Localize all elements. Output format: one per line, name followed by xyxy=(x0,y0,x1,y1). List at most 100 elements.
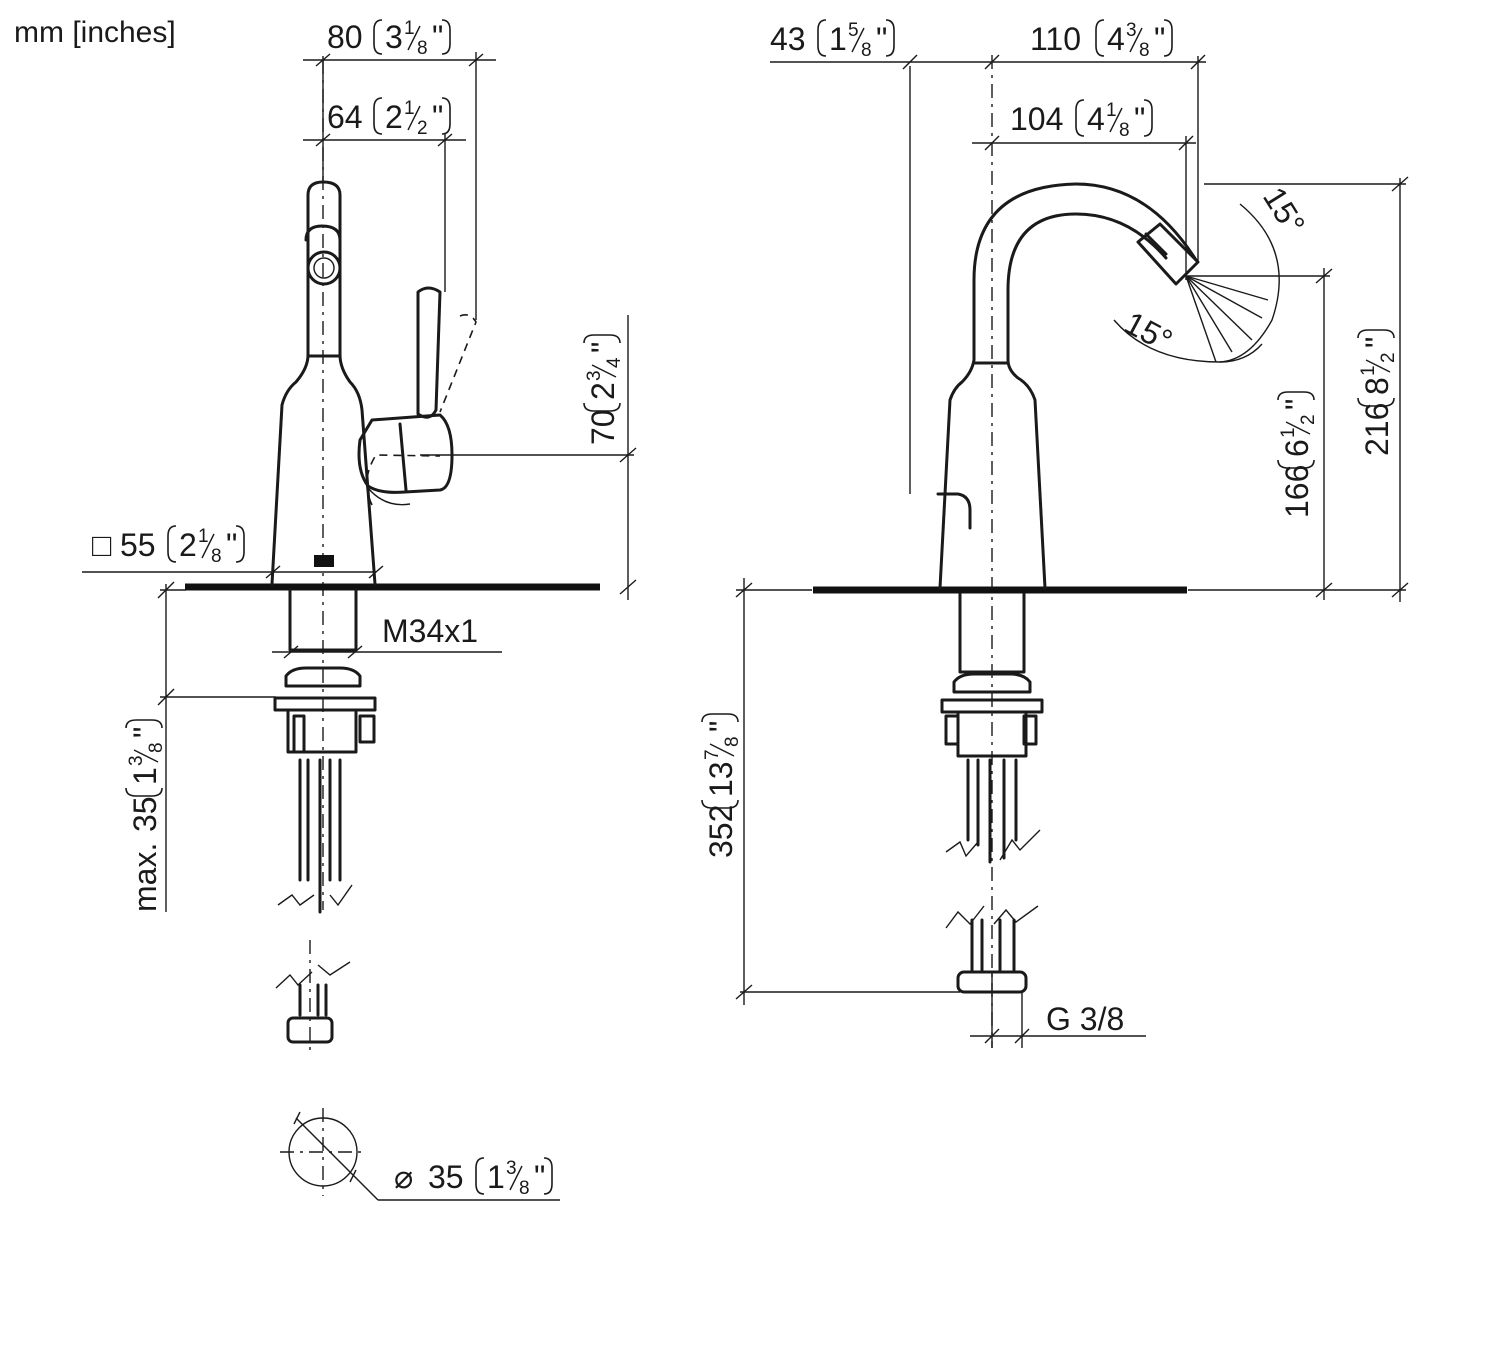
dim-spout-reach: 110 4 3 8 " xyxy=(1030,19,1206,262)
svg-text:1: 1 xyxy=(1106,100,1117,121)
svg-text:1: 1 xyxy=(127,767,163,785)
side-fitting-nut xyxy=(286,1016,334,1044)
svg-text:": " xyxy=(1134,101,1145,137)
front-shank xyxy=(958,592,1026,674)
dim-base-square: □ 55 2 1 8 " xyxy=(82,525,384,579)
svg-text:13: 13 xyxy=(703,761,739,797)
svg-text:□: □ xyxy=(92,527,112,563)
svg-text:4: 4 xyxy=(1087,101,1105,137)
side-screw-left xyxy=(292,714,306,754)
svg-text:4: 4 xyxy=(604,357,625,368)
svg-text:104: 104 xyxy=(1010,101,1063,137)
side-washer xyxy=(273,696,377,712)
angle-swivel-down: 15° xyxy=(1119,304,1179,359)
units-label: mm [inches] xyxy=(14,16,176,49)
svg-text:max.: max. xyxy=(127,843,163,912)
side-screw-right xyxy=(358,714,376,744)
svg-text:166: 166 xyxy=(1279,465,1315,518)
front-screw-right xyxy=(1022,714,1038,746)
dim-rear-offset: 43 1 5 8 " xyxy=(770,19,1206,70)
svg-text:2: 2 xyxy=(385,99,403,135)
svg-text:1: 1 xyxy=(404,18,415,39)
dim-spout-reach-inner: 104 4 1 8 " xyxy=(972,99,1196,280)
dim-total-height: 216 8 1 2 " xyxy=(1188,176,1409,602)
svg-text:": " xyxy=(1279,399,1315,410)
svg-text:4: 4 xyxy=(1107,21,1125,57)
svg-text:2: 2 xyxy=(1378,352,1399,363)
svg-text:110: 110 xyxy=(1030,21,1081,57)
svg-text:8: 8 xyxy=(861,40,872,61)
svg-text:2: 2 xyxy=(179,527,197,563)
side-aerator xyxy=(306,250,342,286)
side-lever-swing xyxy=(439,314,477,413)
dim-width-overall: 80 3 1 8 " xyxy=(303,18,496,320)
svg-text:5: 5 xyxy=(848,20,859,41)
front-faucet-body xyxy=(938,182,1198,590)
svg-text:3: 3 xyxy=(385,19,403,55)
svg-text:43: 43 xyxy=(770,21,806,57)
side-lever xyxy=(416,286,442,419)
svg-text:": " xyxy=(226,527,237,563)
svg-text:1: 1 xyxy=(829,21,847,57)
dim-hole-diameter: ⌀ 35 1 3 8 " xyxy=(394,1157,553,1199)
svg-text:1: 1 xyxy=(1358,365,1379,376)
svg-text:3: 3 xyxy=(506,1158,517,1179)
svg-text:": " xyxy=(432,19,443,55)
svg-text:3: 3 xyxy=(584,370,605,381)
svg-text:8: 8 xyxy=(722,736,743,747)
dim-outlet-height: 166 6 1 2 " xyxy=(1277,268,1333,600)
side-fitting xyxy=(298,983,328,1017)
svg-text:6: 6 xyxy=(1279,439,1315,457)
svg-text:64: 64 xyxy=(327,99,363,135)
dim-lever-height: 70 2 3 4 " xyxy=(420,315,637,600)
svg-text:55: 55 xyxy=(120,527,156,563)
dim-lever-reach: 64 2 1 2 " xyxy=(303,97,466,292)
svg-text:80: 80 xyxy=(327,19,363,55)
svg-text:1: 1 xyxy=(1278,427,1299,438)
front-nut xyxy=(952,672,1032,694)
svg-text:": " xyxy=(876,21,887,57)
svg-text:": " xyxy=(1154,21,1165,57)
svg-text:2: 2 xyxy=(1298,414,1319,425)
svg-text:8: 8 xyxy=(146,742,167,753)
dim-max-counter: max. 35 1 3 8 " xyxy=(125,581,276,912)
svg-text:3: 3 xyxy=(126,755,147,766)
svg-text:8: 8 xyxy=(417,38,428,59)
front-spray-angle xyxy=(1113,203,1330,363)
svg-text:1: 1 xyxy=(404,98,415,119)
front-screw-left xyxy=(944,714,960,746)
svg-text:8: 8 xyxy=(519,1178,530,1199)
side-nut xyxy=(284,666,362,688)
svg-text:2: 2 xyxy=(585,382,621,400)
svg-text:": " xyxy=(585,342,621,353)
svg-text:": " xyxy=(1359,337,1395,348)
svg-text:M34x1: M34x1 xyxy=(382,613,478,649)
front-washer xyxy=(940,698,1044,714)
svg-text:8: 8 xyxy=(211,546,222,567)
svg-text:": " xyxy=(703,721,739,732)
svg-text:8: 8 xyxy=(1119,120,1130,141)
dim-connection: G 3/8 xyxy=(970,992,1146,1048)
svg-text:2: 2 xyxy=(417,118,428,139)
svg-text:8: 8 xyxy=(1139,40,1150,61)
side-shank xyxy=(288,588,358,652)
svg-text:352: 352 xyxy=(703,805,739,858)
svg-text:70: 70 xyxy=(585,409,621,445)
front-hoses xyxy=(966,758,1018,864)
svg-text:216: 216 xyxy=(1359,403,1395,456)
svg-text:7: 7 xyxy=(702,749,723,760)
dim-thread: M34x1 xyxy=(272,613,502,659)
svg-text:35: 35 xyxy=(428,1159,464,1195)
front-pop-up-rod xyxy=(936,492,972,530)
svg-text:35: 35 xyxy=(127,796,163,832)
svg-text:⌀: ⌀ xyxy=(394,1159,413,1195)
front-view: 43 1 5 8 " 110 4 3 8 " 104 xyxy=(701,19,1409,1048)
side-base-marker xyxy=(314,555,334,567)
svg-text:": " xyxy=(534,1159,545,1195)
svg-text:8: 8 xyxy=(1359,377,1395,395)
front-fittings xyxy=(970,918,1016,972)
side-handle-housing xyxy=(357,413,454,494)
side-view: 80 3 1 8 " 64 2 1 2 " xyxy=(82,18,637,1201)
svg-text:": " xyxy=(127,727,163,738)
